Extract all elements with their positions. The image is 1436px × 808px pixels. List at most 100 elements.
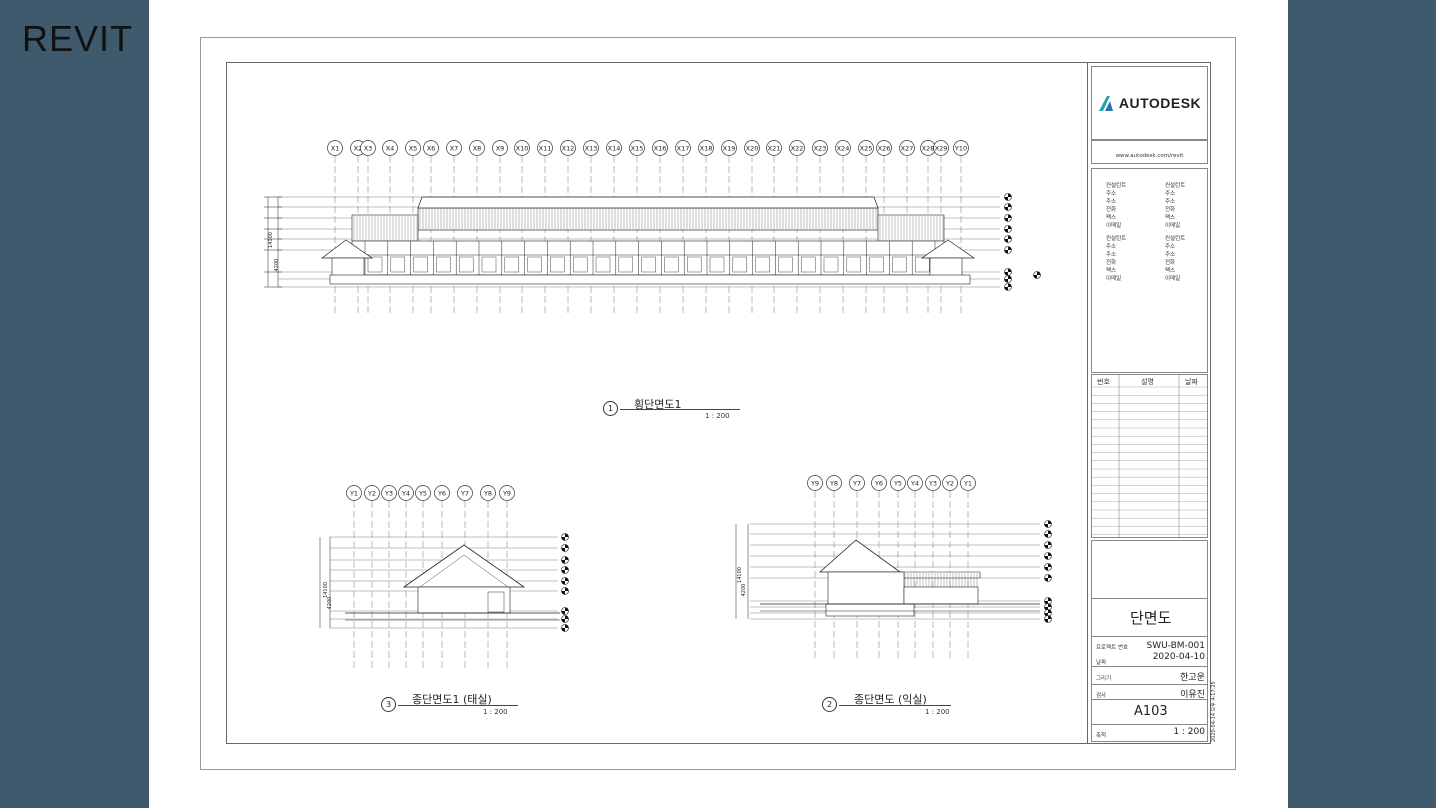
- window: [413, 256, 428, 273]
- consultant-field: 주소: [1106, 252, 1117, 259]
- grid-label: Y6: [874, 480, 883, 488]
- grid-bubble: [826, 475, 842, 491]
- grid-label: Y3: [928, 480, 937, 488]
- grid-label: X8: [473, 145, 482, 153]
- grid-bubble: [953, 140, 969, 156]
- grid-label: X2: [354, 145, 363, 153]
- grid-bubble: [960, 475, 976, 491]
- grid-label: Y6: [437, 490, 446, 498]
- grid-bubble: [327, 140, 343, 156]
- window: [595, 256, 611, 273]
- consultant-field: 이메일: [1106, 275, 1122, 282]
- window: [367, 256, 383, 273]
- consultant-field: 팩스: [1106, 268, 1117, 275]
- foundation: [329, 274, 971, 285]
- grid-bubble: [744, 140, 760, 156]
- grid-label: Y4: [401, 490, 410, 498]
- grid-label: X21: [768, 145, 781, 153]
- view-title-cross-section: 횡단면도1: [634, 398, 682, 411]
- level-marker-fill: [1044, 556, 1048, 560]
- consultant-field: 전화: [1106, 206, 1117, 213]
- window: [527, 256, 542, 273]
- grid-bubble: [890, 475, 906, 491]
- grid-label: Y1: [349, 490, 358, 498]
- drawn-label: 그리기: [1096, 676, 1112, 682]
- roof-ridge: [417, 196, 879, 209]
- grid-label: X25: [860, 145, 873, 153]
- grid-label: X4: [386, 145, 395, 153]
- view-number-2: 2: [822, 697, 837, 712]
- grid-bubble: [537, 140, 553, 156]
- door: [487, 591, 505, 613]
- consultant-field: 컨설턴트: [1165, 183, 1186, 189]
- grid-bubble: [629, 140, 645, 156]
- level-marker-fill: [1004, 239, 1008, 243]
- level-marker-fill: [1048, 552, 1052, 556]
- window: [800, 256, 816, 273]
- grid-bubble: [807, 475, 823, 491]
- level-marker-fill: [561, 560, 565, 564]
- level-marker-fill: [565, 587, 569, 591]
- consultant-field: 팩스: [1106, 214, 1117, 221]
- grid-label: Y4: [910, 480, 919, 488]
- print-timestamp: 2020-04-14 오후 4:17:25: [1211, 681, 1217, 742]
- level-marker-fill: [561, 611, 565, 615]
- grid-label: X3: [364, 145, 373, 153]
- level-marker-fill: [1044, 545, 1048, 549]
- grid-label: Y2: [945, 480, 954, 488]
- consultant-field: 컨설턴트: [1106, 236, 1127, 243]
- level-marker-fill: [565, 624, 569, 628]
- consultant-field: 주소: [1165, 244, 1176, 251]
- grid-bubble: [398, 485, 414, 501]
- consultant-field: 이메일: [1106, 222, 1122, 229]
- grid-bubble: [415, 485, 431, 501]
- grid-bubble: [871, 475, 887, 491]
- level-marker-fill: [1004, 218, 1008, 222]
- website-box: www.autodesk.com/revit: [1091, 140, 1208, 164]
- level-marker-fill: [561, 570, 565, 574]
- grid-label: X12: [562, 145, 575, 153]
- dimension-text: 4200: [327, 597, 333, 610]
- grid-bubble: [346, 485, 362, 501]
- sheet-border: [226, 62, 1211, 744]
- level-marker-fill: [1048, 615, 1052, 619]
- grid-bubble: [942, 475, 958, 491]
- wing-roof: [890, 571, 981, 579]
- consultant-field: 팩스: [1165, 214, 1176, 221]
- grid-label: X1: [331, 145, 340, 153]
- date-label: 날짜: [1096, 660, 1107, 666]
- window: [869, 256, 884, 273]
- level-marker-fill: [561, 628, 565, 632]
- website-link[interactable]: www.autodesk.com/revit: [1115, 153, 1184, 159]
- grid-bubble: [381, 485, 397, 501]
- level-marker-fill: [561, 548, 565, 552]
- grid-bubble: [876, 140, 892, 156]
- level-marker-fill: [1008, 275, 1012, 279]
- dimension-text: 14100: [737, 567, 743, 583]
- window: [914, 256, 930, 273]
- grid-label: X28: [922, 145, 935, 153]
- blank-box: [1092, 541, 1207, 599]
- sheet-scale: 1 : 200: [1173, 727, 1205, 737]
- level-marker-fill: [1037, 271, 1041, 275]
- grid-bubble: [789, 140, 805, 156]
- autodesk-logo-box: AUTODESK: [1091, 66, 1208, 140]
- view-scale-2: 1 : 200: [925, 708, 950, 716]
- view-scale-1: 1 : 200: [705, 412, 730, 420]
- view-title-longitudinal-taesil: 종단면도1 (태실): [412, 693, 492, 706]
- window: [641, 256, 656, 273]
- sheet-name: 단면도: [1130, 609, 1172, 627]
- level-marker-fill: [565, 607, 569, 611]
- consultant-field: 전화: [1106, 260, 1117, 267]
- level-marker-fill: [1048, 609, 1052, 613]
- window: [686, 256, 702, 273]
- view-title-underline: [398, 705, 518, 706]
- dimension-text: 4200: [274, 259, 280, 272]
- dimension-text: 14100: [323, 582, 329, 598]
- app-brand: REVIT: [22, 18, 134, 59]
- consultant-field: 주소: [1106, 190, 1117, 197]
- grid-label: Y10: [954, 145, 967, 153]
